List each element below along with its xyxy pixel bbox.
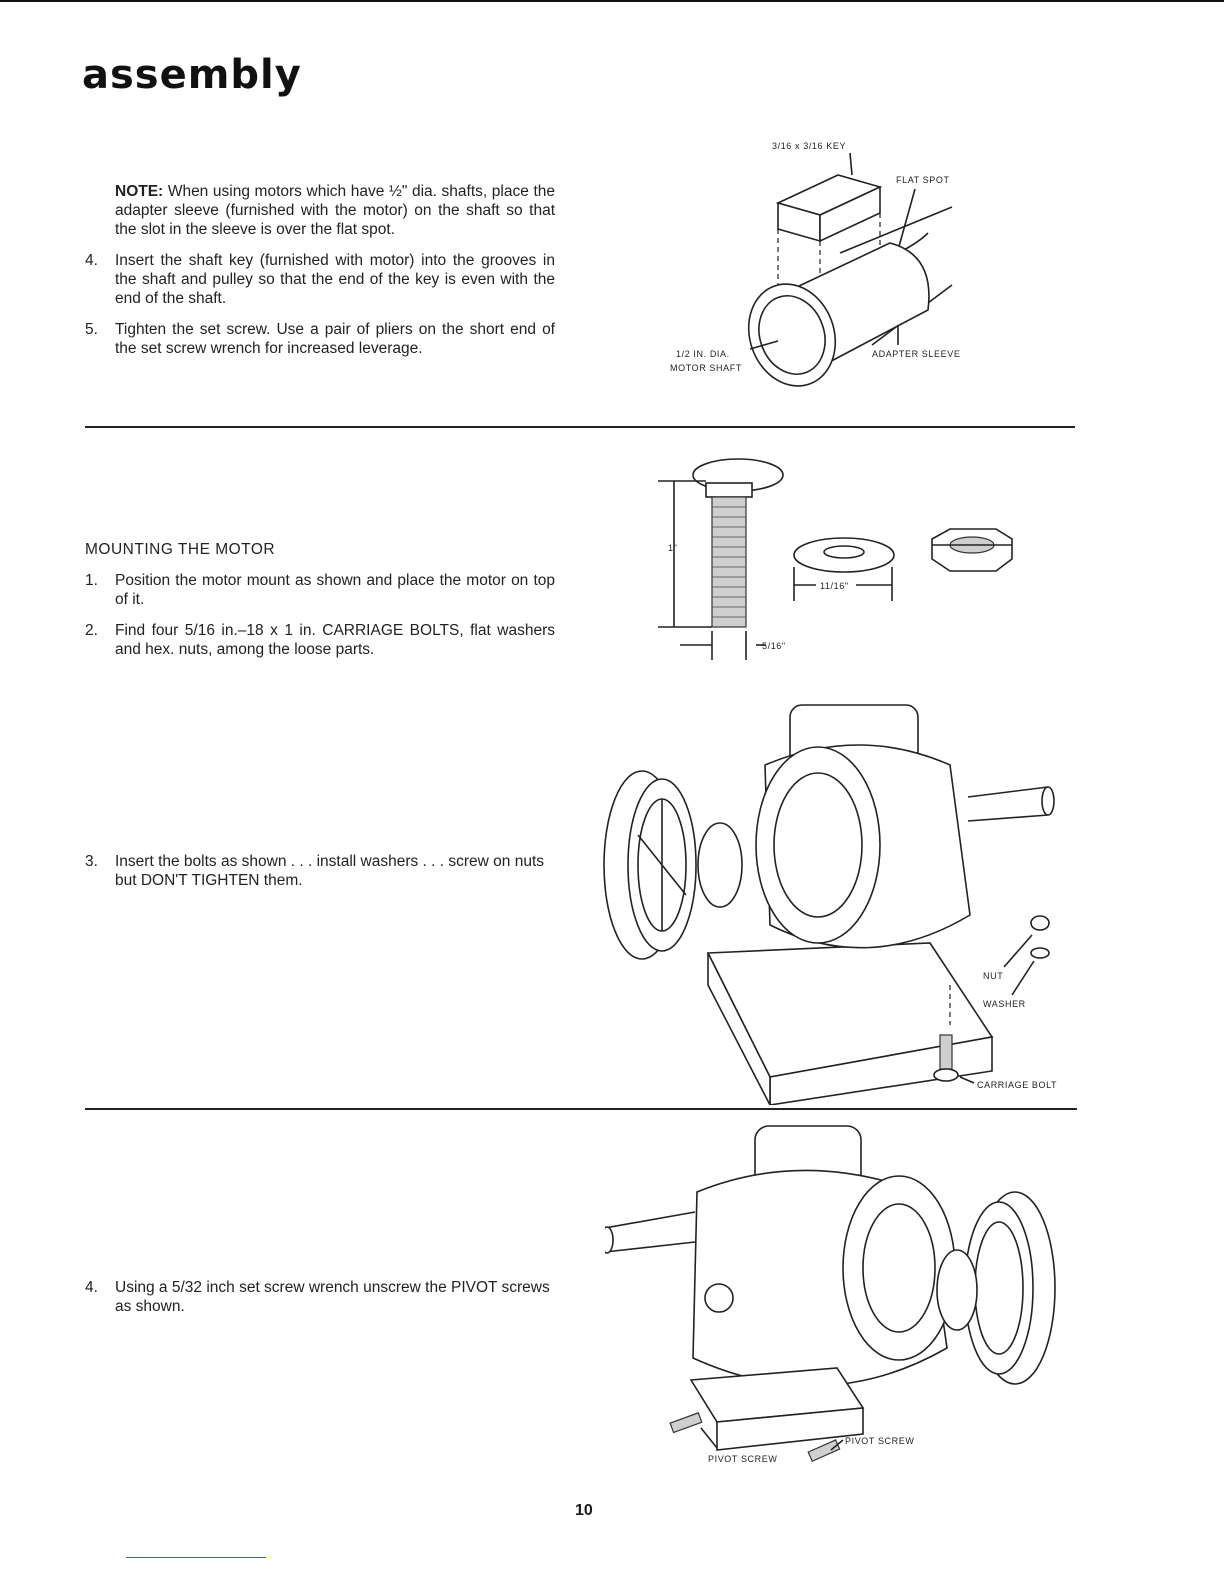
step-text: Insert the bolts as shown . . . install … [115,853,545,889]
flat-spot-leader [897,188,916,251]
carriage-bolt [692,458,784,628]
flat-washer [793,537,895,573]
pivot-screws [669,1412,841,1463]
note-label: NOTE: [115,183,164,200]
step-number: 3. [85,853,98,870]
page-number: 10 [575,1502,593,1519]
section2-text: MOUNTING THE MOTOR 1. Position the motor… [85,540,555,659]
pulley [936,1191,1056,1385]
step-text: Find four 5/16 in.–18 x 1 in. CARRIAGE B… [115,622,555,658]
washer-dimension [793,567,893,601]
pivot-screw-left-label: PIVOT SCREW [708,1454,777,1464]
washer-label: WASHER [983,999,1026,1009]
key-label: 3/16 x 3/16 KEY [772,141,846,151]
motor-body [755,704,1055,949]
bolt-length-label: 1" [668,543,677,553]
bolt-length-dimension [658,480,712,628]
footer-rule [126,1557,266,1558]
list-item: 1. Position the motor mount as shown and… [85,571,555,609]
step-number: 2. [85,622,98,639]
step-number: 5. [85,321,98,338]
flat-spot-label: FLAT SPOT [896,175,950,185]
list-item: 4. Using a 5/32 inch set screw wrench un… [85,1278,565,1316]
note-paragraph: NOTE: When using motors which have ½" di… [85,182,555,239]
key-block [775,174,883,243]
section1-text: NOTE: When using motors which have ½" di… [85,182,555,358]
adapter-sleeve [747,242,930,387]
key-leader [849,152,853,176]
step-text: Insert the shaft key (furnished with mot… [115,252,555,307]
bolt-diameter-dimension [680,631,766,660]
top-rule [0,0,1224,2]
list-item: 2. Find four 5/16 in.–18 x 1 in. CARRIAG… [85,621,555,659]
step-text: Position the motor mount as shown and pl… [115,572,555,608]
washer-size-label: 11/16" [820,581,849,591]
motor-mount-figure: NUT WASHER CARRIAGE BOLT [603,704,1057,1105]
sleeve-label: ADAPTER SLEEVE [872,349,960,359]
section-divider [85,426,1075,428]
section2-step3: 3. Insert the bolts as shown . . . insta… [85,852,555,890]
nut-label: NUT [983,971,1003,981]
pulley [603,770,743,960]
motor-mount-bracket [706,942,994,1105]
note-text: When using motors which have ½" dia. sha… [115,183,555,238]
section-divider [85,1108,1077,1110]
step-text: Using a 5/32 inch set screw wrench unscr… [115,1279,550,1315]
pivot-screw-right-label: PIVOT SCREW [845,1436,914,1446]
step-text: Tighten the set screw. Use a pair of pli… [115,321,555,357]
page-title: assembly [82,52,302,98]
hex-nut [931,528,1013,572]
section-heading: MOUNTING THE MOTOR [85,541,276,558]
shaft-label-2: MOTOR SHAFT [670,363,742,373]
shaft-label-1: 1/2 IN. DIA. [676,349,730,359]
carriage-bolt-label: CARRIAGE BOLT [977,1080,1057,1090]
step-number: 4. [85,252,98,269]
hardware-figure: 1" 5/16" 11/16" [658,458,1013,660]
list-item: 4. Insert the shaft key (furnished with … [85,251,555,308]
step-number: 4. [85,1279,98,1296]
pivot-screw-figure: PIVOT SCREW PIVOT SCREW [605,1125,1056,1464]
list-item: 5. Tighten the set screw. Use a pair of … [85,320,555,358]
section3-text: 4. Using a 5/32 inch set screw wrench un… [85,1278,565,1316]
list-item: 3. Insert the bolts as shown . . . insta… [85,852,555,890]
mounting-hardware [933,915,1050,1082]
motor-body [605,1125,956,1387]
bolt-diameter-label: 5/16" [762,641,786,651]
shaft-key-figure: 3/16 x 3/16 KEY FLAT SPOT 1/2 IN. DIA. M… [670,141,960,387]
step-number: 1. [85,572,98,589]
motor-mount-bracket [689,1367,865,1451]
